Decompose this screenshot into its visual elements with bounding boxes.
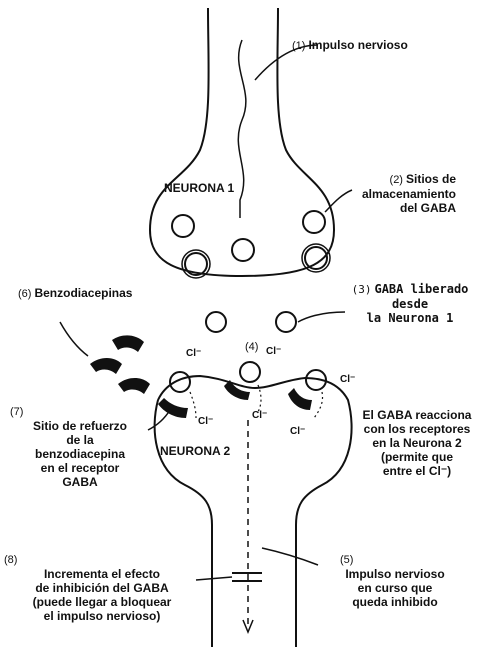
benzodiazepine-piece	[90, 358, 122, 374]
label-text: en el receptor	[40, 461, 120, 475]
chloride-ion: Cl⁻	[198, 416, 214, 427]
receptor-dots	[189, 391, 197, 419]
label-num: (2)	[389, 174, 403, 186]
label-text: en curso que	[357, 581, 433, 595]
vesicle-docked	[301, 243, 331, 273]
label-text: (permite que	[380, 450, 453, 464]
label-text: Incrementa el efecto	[43, 567, 161, 581]
gaba-bound	[239, 361, 261, 383]
neurona1-outline	[148, 7, 336, 278]
label-text: de inhibición del GABA	[35, 581, 169, 595]
benzo-receptor-site	[288, 388, 312, 410]
label-gaba-liberado: (3)GABA liberado desde la Neurona 1	[340, 282, 480, 325]
vesicle	[231, 238, 255, 262]
gaba-bound	[305, 369, 327, 391]
label-sitio-refuerzo: (7) Sitio de refuerzo de la benzodiacepi…	[10, 404, 150, 489]
label-neurona1: NEURONA 1	[164, 181, 234, 195]
benzodiazepine-piece	[112, 335, 144, 352]
label-text: NEURONA 1	[164, 181, 235, 195]
label-text: Sitio de refuerzo	[32, 419, 127, 433]
label-text: Sitios de	[405, 172, 456, 186]
chloride-ion: Cl⁻	[252, 410, 268, 421]
label-num: (5)	[340, 554, 354, 566]
vesicle-docked	[181, 249, 211, 279]
label-text: almacenamiento	[361, 187, 456, 201]
chloride-ion: Cl⁻	[266, 346, 282, 357]
receptor-dots	[257, 384, 262, 413]
chloride-ion: Cl⁻	[290, 426, 306, 437]
label-sitios-almacenamiento: (2)Sitios de almacenamiento del GABA	[356, 172, 456, 215]
label-text: con los receptores	[363, 422, 471, 436]
leader-1	[254, 44, 319, 81]
label-text: del GABA	[399, 201, 456, 215]
label-text: Impulso nervioso	[345, 567, 445, 581]
label-text: desde	[391, 297, 429, 311]
label-num4: (4)	[245, 341, 259, 353]
gaba-bound	[169, 371, 191, 393]
vesicle-docked	[184, 252, 208, 276]
chloride-ion: Cl⁻	[186, 348, 202, 359]
vesicle	[171, 214, 195, 238]
chloride-ion: Cl⁻	[340, 374, 356, 385]
label-text: NEURONA 2	[160, 444, 231, 458]
arrowhead	[242, 619, 254, 634]
label-text: Impulso nervioso	[308, 38, 408, 52]
label-text: entre el Cl⁻)	[382, 464, 452, 478]
gaba-molecule	[275, 311, 297, 333]
leader-7	[147, 409, 171, 431]
label-num: (3)	[351, 283, 372, 296]
leader-3	[297, 311, 346, 323]
label-text: GABA liberado	[374, 282, 469, 296]
label-text: Benzodiacepinas	[34, 286, 133, 300]
receptor-dots	[313, 391, 324, 419]
label-neurona2: NEURONA 2	[160, 444, 230, 458]
leader-6	[59, 321, 89, 357]
label-text: queda inhibido	[352, 595, 438, 609]
leader-2	[324, 189, 353, 213]
label-num: (8)	[4, 554, 18, 566]
label-num: (6)	[18, 288, 32, 300]
vesicle	[302, 210, 326, 234]
label-gaba-reacciona: El GABA reacciona con los receptores en …	[352, 408, 482, 478]
inhibition-bars	[232, 572, 262, 582]
label-text: GABA	[62, 475, 98, 489]
impulso-wave	[237, 39, 247, 218]
benzo-receptor-site	[158, 398, 188, 418]
label-impulso-nervioso: (1)Impulso nervioso	[292, 38, 408, 53]
label-text: (puede llegar a bloquear	[32, 595, 172, 609]
benzodiazepine-piece	[118, 378, 150, 394]
vesicle-docked	[304, 246, 328, 270]
label-impulso-en-curso: (5) Impulso nervioso en curso que queda …	[320, 552, 470, 609]
label-num: (1)	[292, 40, 306, 52]
label-text: en la Neurona 2	[372, 436, 462, 450]
leader-5	[261, 547, 319, 566]
label-text: la Neurona 1	[366, 311, 454, 325]
label-benzodiacepinas: (6)Benzodiacepinas	[18, 286, 132, 301]
leader-8	[195, 576, 233, 581]
benzo-receptor-site	[224, 380, 250, 400]
label-text: de la	[66, 433, 94, 447]
label-incrementa: (8) Incrementa el efecto de inhibición d…	[4, 552, 200, 623]
label-text: benzodiacepina	[34, 447, 126, 461]
label-text: El GABA reacciona	[362, 408, 472, 422]
gaba-molecule	[205, 311, 227, 333]
label-text: el impulso nervioso)	[43, 609, 161, 623]
label-num: (7)	[10, 406, 24, 418]
